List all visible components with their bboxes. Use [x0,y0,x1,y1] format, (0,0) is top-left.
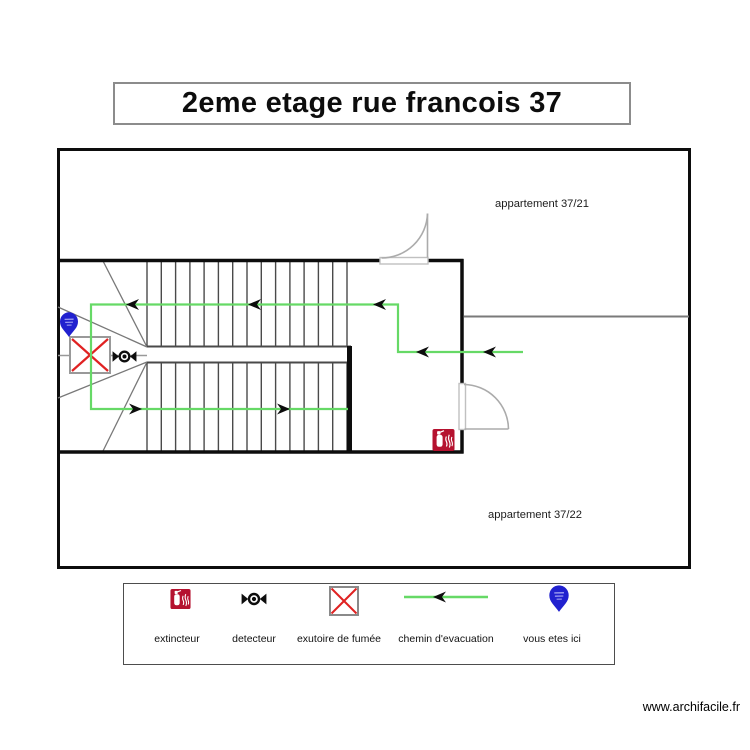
you-are-here-marker [59,312,79,338]
lower-door-threshold [458,382,467,431]
extinguisher-symbol [432,428,455,452]
title-box: 2eme etage rue francois 37 [113,82,631,125]
outer-wall [57,148,691,569]
legend-label-evacuation-path: chemin d'evacuation [398,633,494,645]
legend-label-detector: detecteur [232,633,276,645]
detector-icon [241,592,267,606]
extinguisher-icon [170,588,191,610]
apartment-label-top: appartement 37/21 [495,198,589,210]
evacuation-arrows [126,299,496,415]
legend-label-extinguisher: extincteur [154,633,200,645]
upper-door-threshold [379,256,429,265]
you-are-here-icon [547,585,571,613]
legend: extincteur detecteur exutoire de fumée c… [123,583,615,665]
upper-door [381,213,429,259]
evacuation-path-icon [404,591,488,603]
watermark: www.archifacile.fr [642,700,740,714]
apartment-label-bottom: appartement 37/22 [488,509,582,521]
stair-treads [146,261,348,451]
detector-symbol [112,350,137,363]
lower-door [463,383,510,430]
stairwell-walls [58,258,464,454]
landing-corridor [147,345,351,364]
page-title: 2eme etage rue francois 37 [181,87,563,119]
legend-label-you-are-here: vous etes ici [523,633,581,645]
legend-label-smoke-vent: exutoire de fumée [296,633,382,645]
evacuation-path [89,303,523,411]
smoke-vent-icon [329,586,359,616]
